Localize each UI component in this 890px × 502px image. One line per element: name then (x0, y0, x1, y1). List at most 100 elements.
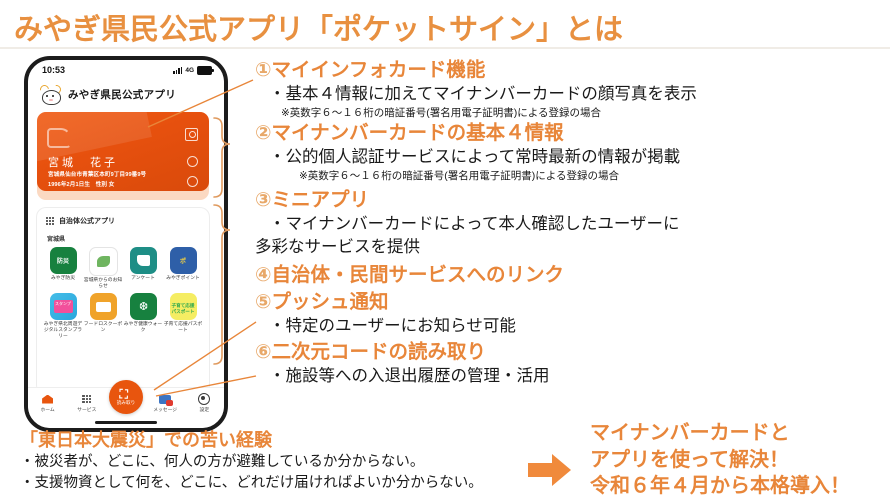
stamp-icon-text: スタンプ (53, 300, 73, 313)
section-heading: ⑤プッシュ通知 (255, 290, 890, 315)
section-heading: ⑥二次元コードの読み取り (255, 340, 890, 365)
section-note: ※英数字６～１６桁の暗証番号(署名用電子証明書)による登録の場合 (299, 170, 619, 182)
footprint-icon: ❆ (129, 293, 157, 320)
right-arrow-icon (528, 454, 571, 486)
section-title: マイインフォカード機能 (271, 59, 486, 81)
section-number: ③ (255, 189, 272, 211)
network-label: 4G (185, 66, 194, 74)
section-body: ・特定のユーザーにお知らせ可能 (269, 317, 516, 335)
section-title: ミニアプリ (271, 189, 370, 211)
list-item-label: アンケート (131, 276, 155, 281)
qr-scan-label: 読み取り (116, 399, 136, 405)
section-title: プッシュ通知 (271, 291, 389, 313)
home-icon (42, 393, 54, 405)
point-icon-text: ポ (179, 259, 186, 265)
section-number: ① (255, 59, 272, 81)
miyagi-mascot-icon (38, 82, 63, 105)
list-item-label: 宮城県からのお知らせ (83, 278, 123, 289)
experience-line: ・被災者が、どこに、何人の方が避難しているか分からない。 (20, 454, 425, 470)
section-title: マイナンバーカードの基本４情報 (271, 122, 564, 144)
qr-scan-icon: ⛶ (119, 386, 128, 401)
section-heading: ②マイナンバーカードの基本４情報 (255, 121, 890, 146)
status-bar: 10:53 4G (28, 60, 224, 78)
section-number: ⑥ (255, 341, 272, 363)
phone-screen: 10:53 4G みやぎ県民公式アプリ (28, 60, 224, 428)
panel-heading: 自治体公式アプリ (59, 218, 115, 225)
tab-messages[interactable]: メッセージ (148, 393, 182, 413)
section-6: ⑥二次元コードの読み取り ・施設等への入退出履歴の管理・活用 (255, 340, 890, 388)
signal-bars-icon (173, 66, 183, 74)
section-title: 自治体・民間サービスへのリンク (271, 264, 565, 286)
miyagi-point-icon: ポ (169, 247, 197, 274)
tab-settings[interactable]: 設定 (187, 393, 221, 413)
page-title: みやぎ県民公式アプリ「ポケットサイン」とは (14, 14, 624, 46)
tab-services[interactable]: サービス (70, 393, 104, 413)
status-time: 10:53 (42, 65, 66, 75)
leaf-icon (88, 247, 118, 276)
list-item-label: みやぎ防災 (51, 276, 75, 281)
section-2: ②マイナンバーカードの基本４情報 ・公的個人認証サービスによって常時最新の情報が… (255, 121, 890, 184)
tab-label: メッセージ (153, 408, 178, 413)
list-item[interactable]: ポ みやぎポイント (163, 247, 203, 290)
grid-icon (46, 217, 54, 225)
section-heading: ①マイインフォカード機能 (255, 58, 890, 83)
kosodate-passport-icon: 子育て応援パスポート (169, 293, 197, 320)
experience-line: ・支援物資として何を、どこに、どれだけ届ければよいか分からない。 (20, 475, 483, 491)
tab-label: サービス (77, 408, 97, 413)
settings-icon (198, 393, 211, 405)
list-item-label: フードロスクーポン (83, 322, 123, 333)
experience-title: 「東日本大震災」での苦い経験 (20, 430, 272, 450)
solution-line: マイナンバーカードと (590, 422, 790, 444)
tab-label: 設定 (199, 408, 210, 413)
eye-toggle-icon[interactable] (187, 176, 198, 187)
my-info-card-wrapper: 宮城 花子 宮城県仙台市青葉区本町9丁目99番9号 1996年2月1日生 性別 … (37, 112, 209, 200)
list-item[interactable]: フードロスクーポン (83, 293, 123, 340)
qr-scan-button[interactable]: ⛶ 読み取り (109, 380, 143, 414)
mini-apps-panel: 自治体公式アプリ 宮城県 防災 みやぎ防災 宮城県からのお知らせ アンケート (37, 208, 209, 394)
section-number: ⑤ (255, 291, 272, 313)
bottom-right-block: マイナンバーカードと アプリを使って解決！ 令和６年４月から本格導入！ (590, 420, 890, 500)
list-item[interactable]: ❆ みやぎ健康ウォーク (123, 293, 163, 340)
bottom-left-block: 「東日本大震災」での苦い経験 ・被災者が、どこに、何人の方が避難しているか分から… (20, 428, 530, 494)
bosai-icon: 防災 (49, 247, 77, 274)
card-birth: 1996年2月1日生 性別 女 (48, 182, 115, 188)
questionnaire-icon (129, 247, 157, 274)
solution-line: アプリを使って解決！ (590, 448, 789, 471)
status-indicators: 4G (173, 65, 214, 75)
section-number: ② (255, 122, 272, 144)
list-item[interactable]: 宮城県からのお知らせ (83, 247, 123, 290)
list-item-label: みやぎポイント (166, 276, 200, 281)
list-item[interactable]: アンケート (123, 247, 163, 290)
list-item[interactable]: スタンプ みやぎ県北周遊デジタルスタンプラリー (43, 293, 83, 340)
card-address: 宮城県仙台市青葉区本町9丁目99番9号 (48, 172, 147, 178)
my-info-card[interactable]: 宮城 花子 宮城県仙台市青葉区本町9丁目99番9号 1996年2月1日生 性別 … (37, 112, 209, 191)
section-body: ・公的個人認証サービスによって常時最新の情報が掲載 (269, 148, 681, 166)
coupon-icon (89, 293, 117, 320)
tab-home[interactable]: ホーム (31, 393, 65, 413)
section-note: ※英数字６～１６桁の暗証番号(署名用電子証明書)による登録の場合 (281, 107, 601, 119)
eye-toggle-icon[interactable] (187, 156, 198, 167)
tab-label: ホーム (40, 408, 55, 413)
list-item-label: みやぎ健康ウォーク (123, 322, 163, 333)
section-heading: ④自治体・民間サービスへのリンク (255, 263, 890, 288)
sections-list: ①マイインフォカード機能 ・基本４情報に加えてマイナンバーカードの顔写真を表示 … (255, 58, 890, 388)
card-logo-icon (47, 128, 71, 148)
section-body: ・マイナンバーカードによって本人確認したユーザーに (269, 215, 680, 233)
section-body: ・施設等への入退出履歴の管理・活用 (269, 367, 550, 385)
list-item[interactable]: 防災 みやぎ防災 (43, 247, 83, 290)
section-1: ①マイインフォカード機能 ・基本４情報に加えてマイナンバーカードの顔写真を表示 … (255, 58, 890, 121)
app-header: みやぎ県民公式アプリ (28, 80, 224, 108)
message-icon (159, 393, 174, 406)
section-number: ④ (255, 264, 272, 286)
app-grid: 防災 みやぎ防災 宮城県からのお知らせ アンケート ポ みやぎポイント (37, 243, 209, 340)
title-divider (0, 47, 890, 49)
face-photo-icon (185, 128, 198, 141)
home-indicator (95, 421, 157, 424)
section-title: 二次元コードの読み取り (271, 341, 487, 363)
phone-mockup: 10:53 4G みやぎ県民公式アプリ (24, 56, 228, 432)
list-item-label: 子育て応援パスポート (163, 322, 203, 333)
section-heading: ③ミニアプリ (255, 188, 890, 213)
solution-line: 令和６年４月から本格導入！ (590, 475, 850, 497)
list-item[interactable]: 子育て応援パスポート 子育て応援パスポート (163, 293, 203, 340)
